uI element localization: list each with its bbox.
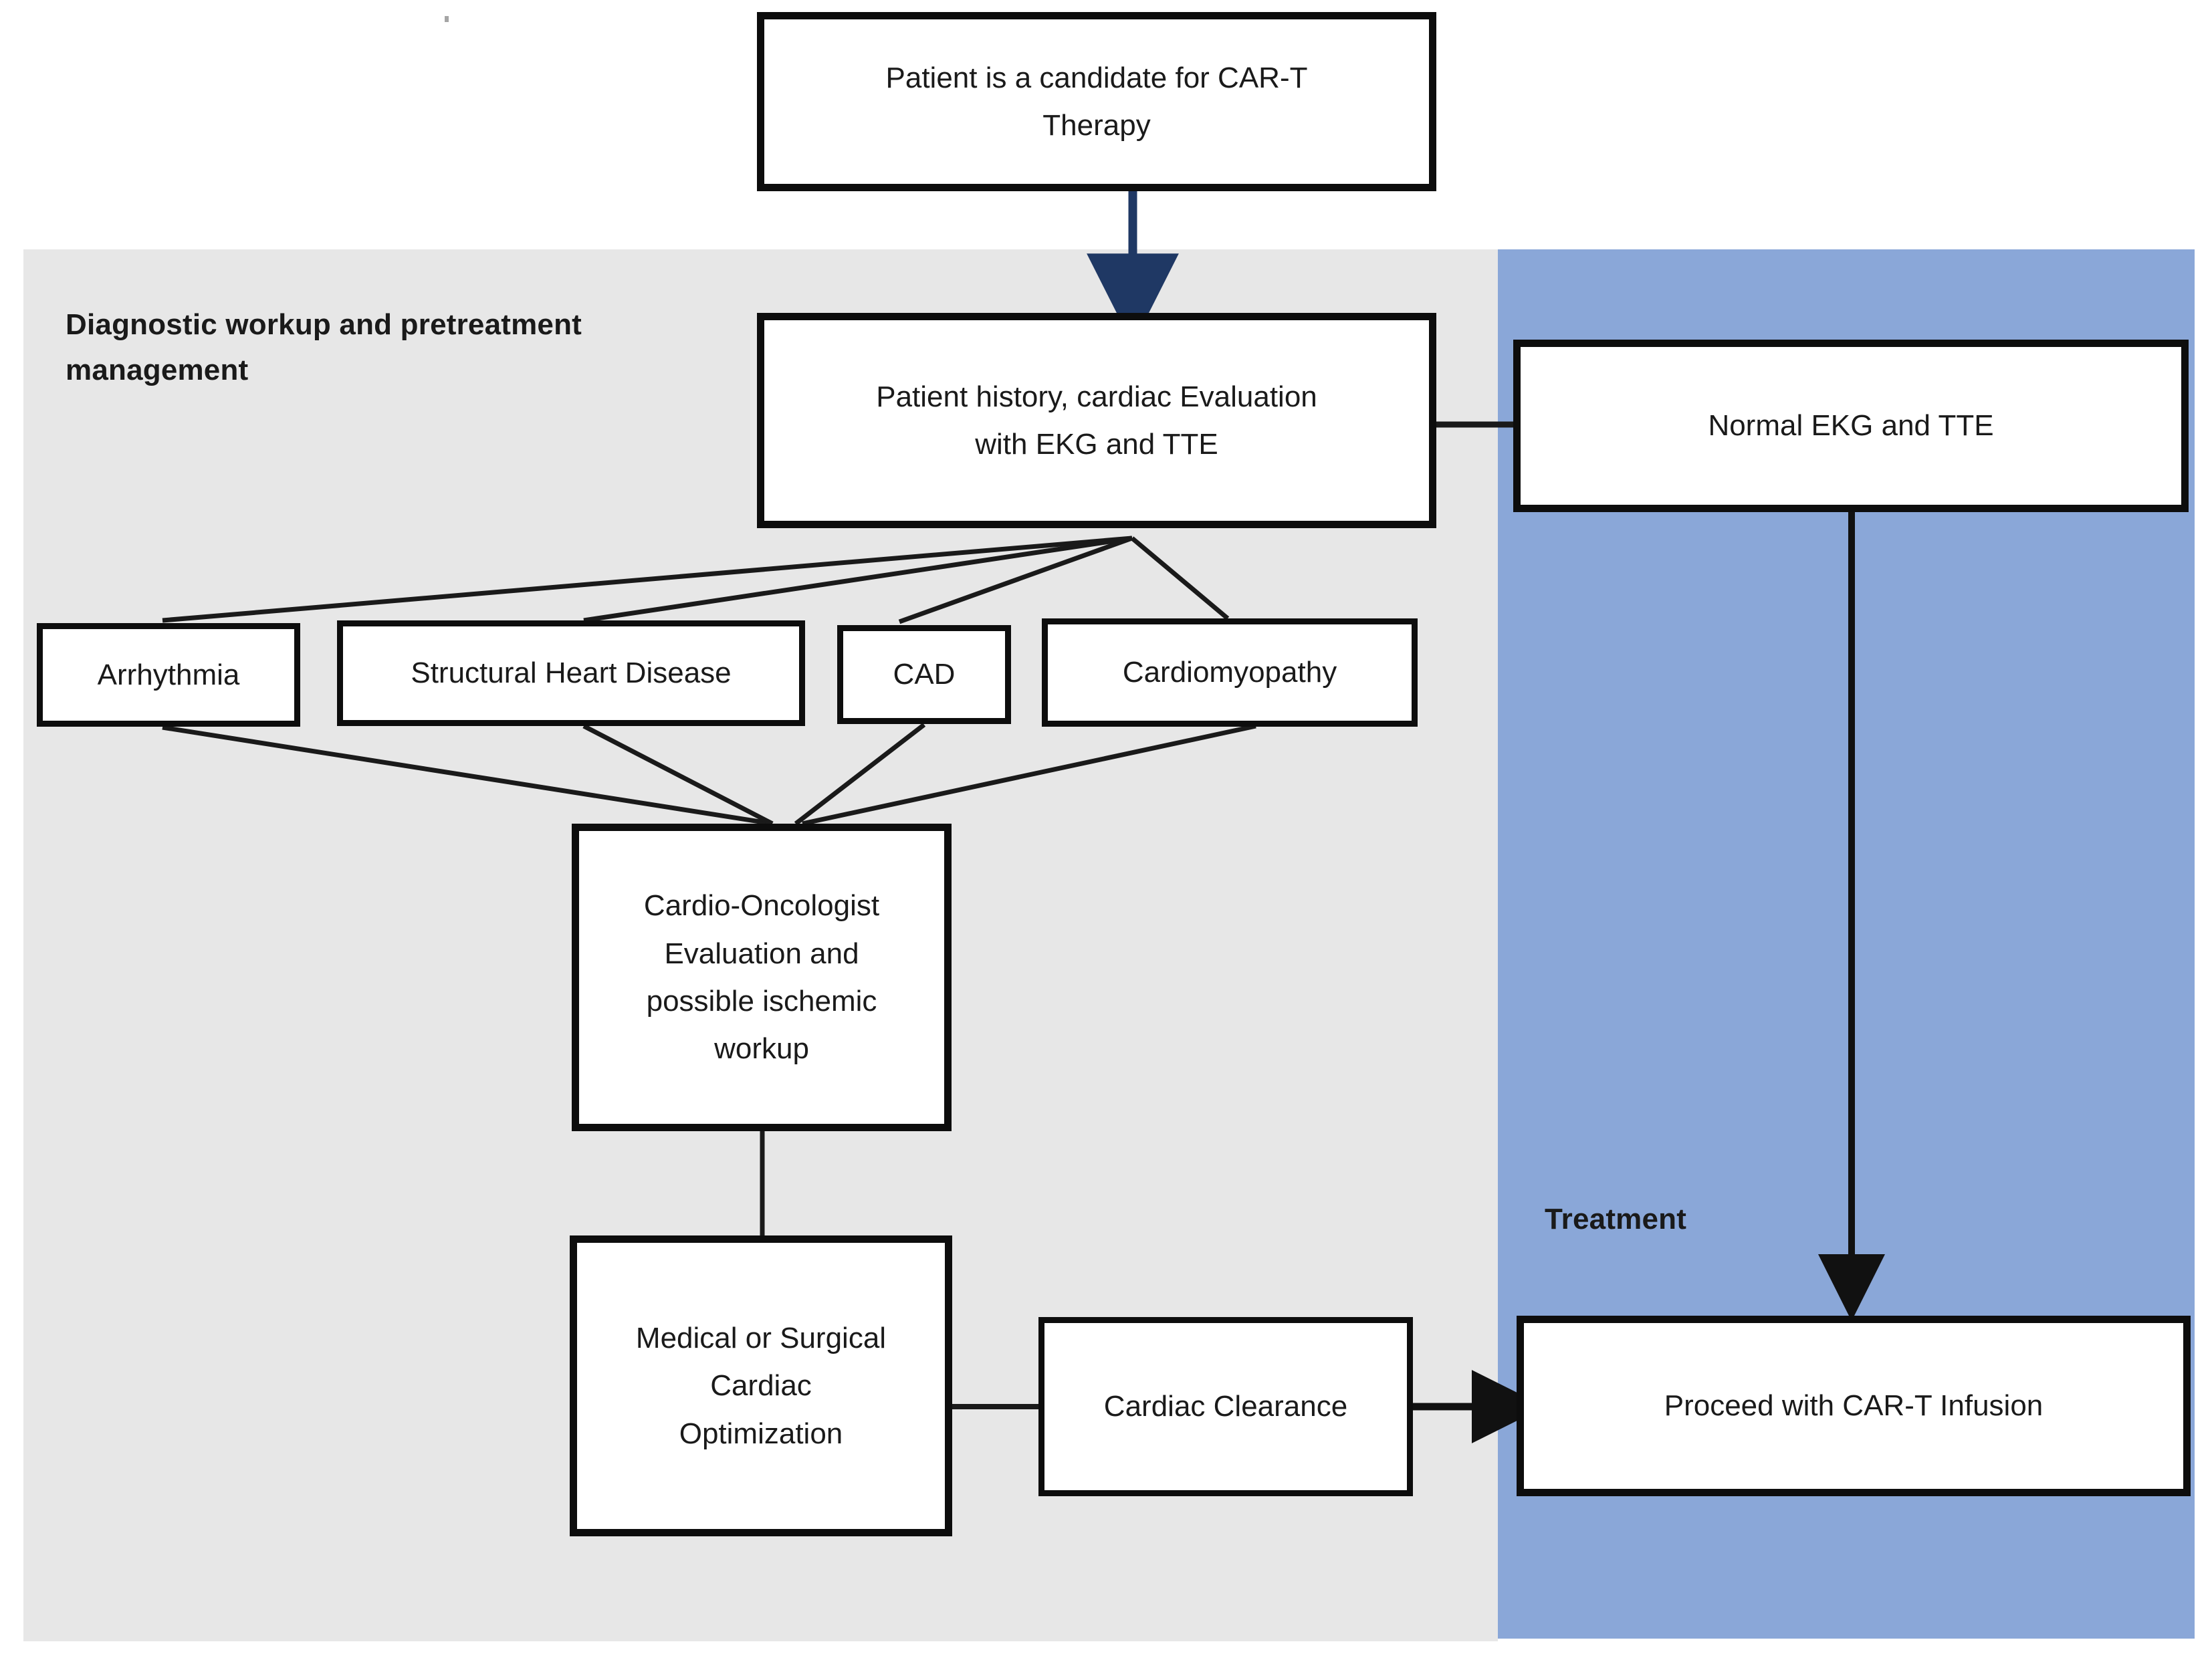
node-cardiomyopathy-label: Cardiomyopathy [1122,656,1337,689]
edge-history-to-cardiomyopathy [1130,536,1230,620]
edge-history-to-cad [898,536,1133,624]
edge-arrhythmia-to-cardio-onc [162,725,773,826]
node-car-t-candidate-label: Patient is a candidate for CAR-T Therapy [885,61,1308,142]
node-patient-history-label: Patient history, cardiac Evaluation with… [876,380,1317,461]
edge-history-to-arrhythmia [162,536,1133,623]
node-cardiac-clearance-label: Cardiac Clearance [1103,1390,1348,1423]
node-proceed-car-t-infusion-label: Proceed with CAR-T Infusion [1664,1389,2043,1423]
treatment-panel-label: Treatment [1545,1203,1687,1235]
node-patient-history[interactable]: Patient history, cardiac Evaluation with… [757,313,1436,528]
node-structural-heart-disease-label: Structural Heart Disease [411,657,732,690]
node-structural-heart-disease[interactable]: Structural Heart Disease [337,620,805,726]
edge-structural-to-cardio-onc [582,723,774,826]
node-car-t-candidate[interactable]: Patient is a candidate for CAR-T Therapy [757,12,1436,191]
edge-cad-to-cardio-onc [794,723,926,826]
stray-speck [445,16,449,22]
node-arrhythmia-label: Arrhythmia [97,658,240,691]
diagnostic-panel-label: Diagnostic workup and pretreatment manag… [66,308,582,387]
edge-history-to-structural [583,536,1133,623]
node-medical-surgical-optimization[interactable]: Medical or Surgical Cardiac Optimization [570,1235,952,1536]
edge-cardiomyopathy-to-cardio-onc [802,723,1256,826]
node-medical-surgical-optimization-label: Medical or Surgical Cardiac Optimization [635,1322,887,1450]
node-cardiac-clearance[interactable]: Cardiac Clearance [1038,1317,1413,1496]
node-cardiomyopathy[interactable]: Cardiomyopathy [1042,618,1418,727]
node-cad-label: CAD [893,658,956,691]
node-proceed-car-t-infusion[interactable]: Proceed with CAR-T Infusion [1517,1316,2191,1496]
node-normal-ekg-tte[interactable]: Normal EKG and TTE [1513,340,2189,512]
node-arrhythmia[interactable]: Arrhythmia [37,623,300,727]
node-cardio-oncologist-evaluation[interactable]: Cardio-Oncologist Evaluation and possibl… [572,824,952,1131]
node-normal-ekg-tte-label: Normal EKG and TTE [1708,409,1994,443]
node-cad[interactable]: CAD [837,625,1011,724]
node-cardio-oncologist-evaluation-label: Cardio-Oncologist Evaluation and possibl… [643,889,880,1066]
